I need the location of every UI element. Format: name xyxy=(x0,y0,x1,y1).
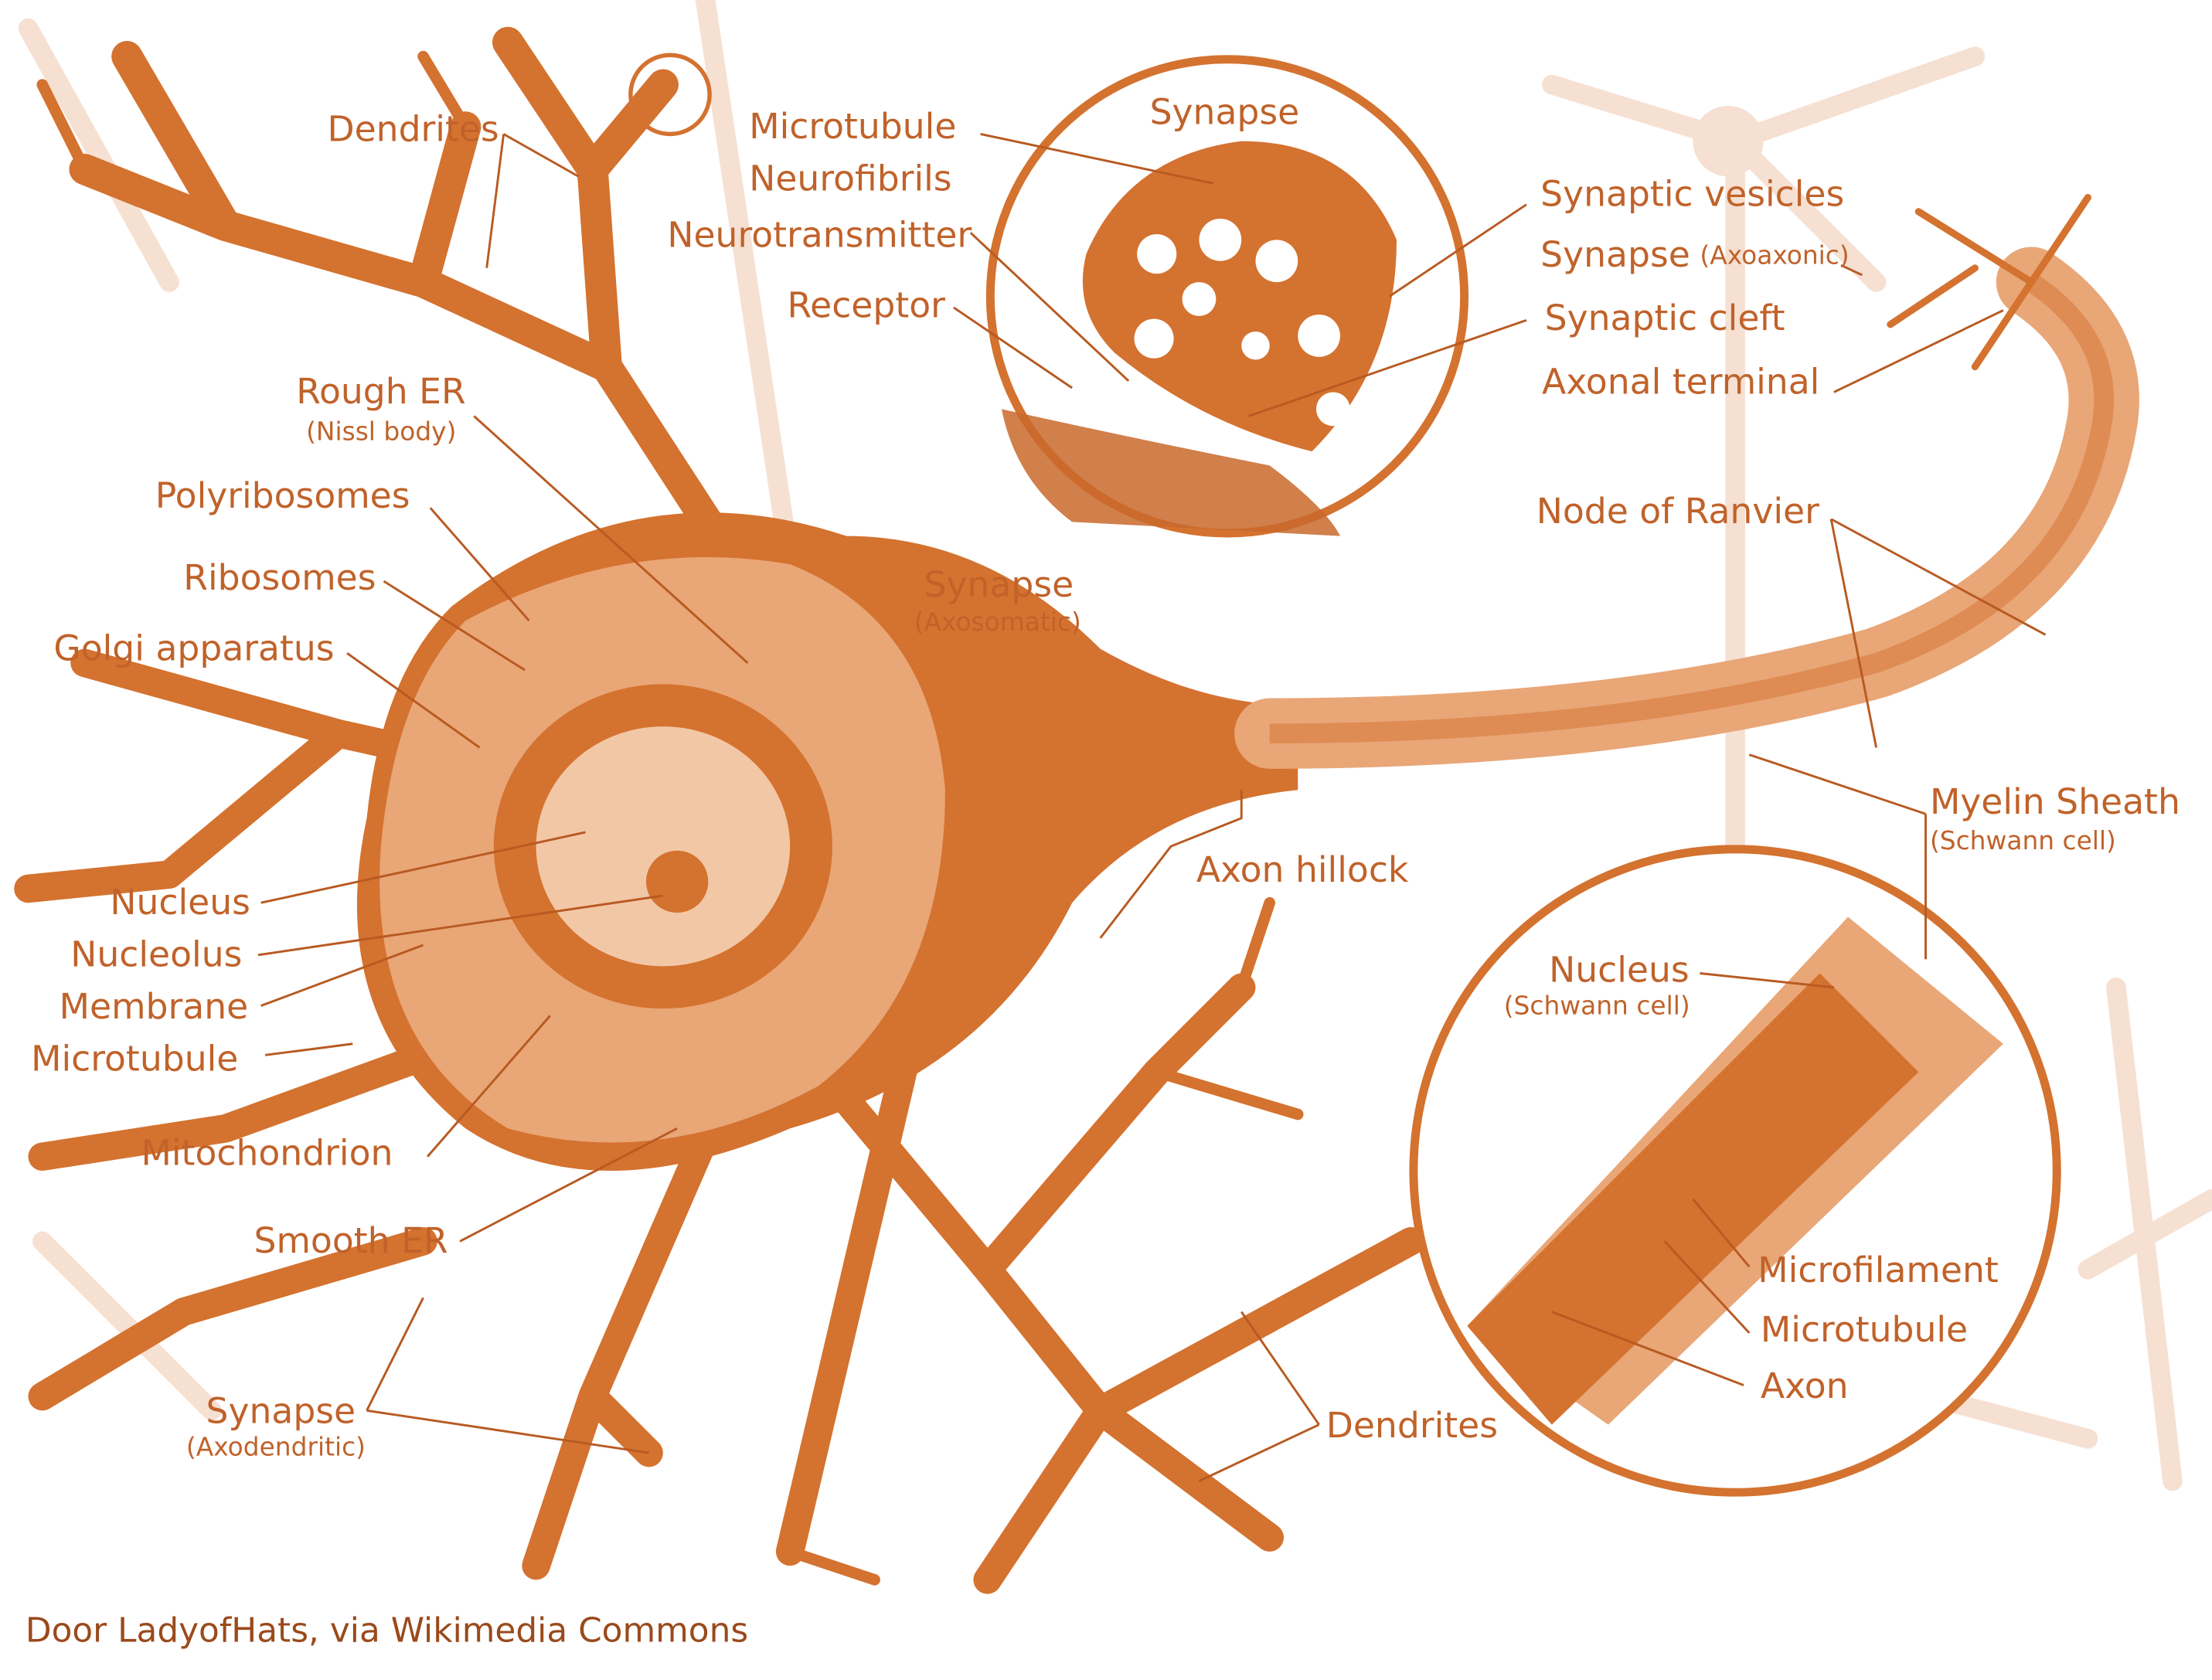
label-node-of-ranvier: Node of Ranvier xyxy=(1536,491,1819,532)
label-golgi: Golgi apparatus xyxy=(53,627,334,668)
nucleolus-shape xyxy=(645,850,709,913)
label-synapse-axodendritic: Synapse xyxy=(206,1391,356,1432)
dendrites xyxy=(14,26,1487,1594)
label-nucleolus: Nucleolus xyxy=(70,934,242,974)
label-synaptic-cleft: Synaptic cleft xyxy=(1545,298,1785,338)
label-synapse-axosomatic-sub: (Axosomatic) xyxy=(914,607,1081,637)
label-synaptic-vesicles: Synaptic vesicles xyxy=(1540,174,1844,215)
label-receptor: Receptor xyxy=(787,285,945,326)
label-microtubule-axon: Microtubule xyxy=(1761,1309,1968,1350)
label-nucleus-schwann: Nucleus xyxy=(1549,949,1690,990)
label-smooth-er: Smooth ER xyxy=(254,1220,448,1261)
label-axon-hillock: Axon hillock xyxy=(1196,849,1409,890)
label-mitochondrion: Mitochondrion xyxy=(141,1133,393,1174)
label-myelin-sheath-sub: (Schwann cell) xyxy=(1930,826,2116,855)
label-polyribosomes: Polyribosomes xyxy=(155,475,410,516)
label-rough-er-sub: (Nissl body) xyxy=(306,417,456,447)
label-nucleus-schwann-sub: (Schwann cell) xyxy=(1504,991,1690,1020)
attribution-caption: Door LadyofHats, via Wikimedia Commons xyxy=(26,1611,748,1651)
leader-lines xyxy=(257,133,2047,1482)
label-dendrites-top: Dendrites xyxy=(327,109,499,150)
nucleoplasm xyxy=(536,726,791,967)
synapse-inset xyxy=(985,55,1469,538)
label-axon: Axon xyxy=(1761,1365,1849,1406)
label-nucleus: Nucleus xyxy=(110,882,250,923)
label-synapse-axodendritic-sub: (Axodendritic) xyxy=(186,1433,366,1462)
axon-inset xyxy=(1409,845,2061,1497)
label-rough-er: Rough ER xyxy=(296,371,465,412)
label-ribosomes: Ribosomes xyxy=(183,557,376,598)
background-neurons xyxy=(18,0,2212,1491)
label-synapse-axoaxonic: Synapse xyxy=(1540,234,1690,275)
label-synapse-axoaxonic-sub: (Axoaxonic) xyxy=(1700,240,1849,270)
axon-myelin xyxy=(1234,194,2139,769)
label-membrane: Membrane xyxy=(60,986,249,1027)
labels: Dendrites Microtubule Neurofibrils Neuro… xyxy=(31,92,2180,1462)
label-myelin-sheath: Myelin Sheath xyxy=(1930,781,2180,822)
label-dendrites-bottom: Dendrites xyxy=(1326,1405,1498,1446)
label-neurofibrils: Neurofibrils xyxy=(749,158,951,199)
synapse-highlight-circle xyxy=(628,53,712,137)
label-synapse-inset: Synapse xyxy=(1150,92,1300,133)
label-synapse-axosomatic: Synapse xyxy=(924,564,1074,605)
label-microfilament: Microfilament xyxy=(1758,1250,1999,1291)
label-axonal-terminal: Axonal terminal xyxy=(1542,361,1819,402)
label-microtubule-left: Microtubule xyxy=(31,1038,238,1079)
label-neurotransmitter: Neurotransmitter xyxy=(667,214,972,255)
label-microtubule-top: Microtubule xyxy=(749,106,956,147)
